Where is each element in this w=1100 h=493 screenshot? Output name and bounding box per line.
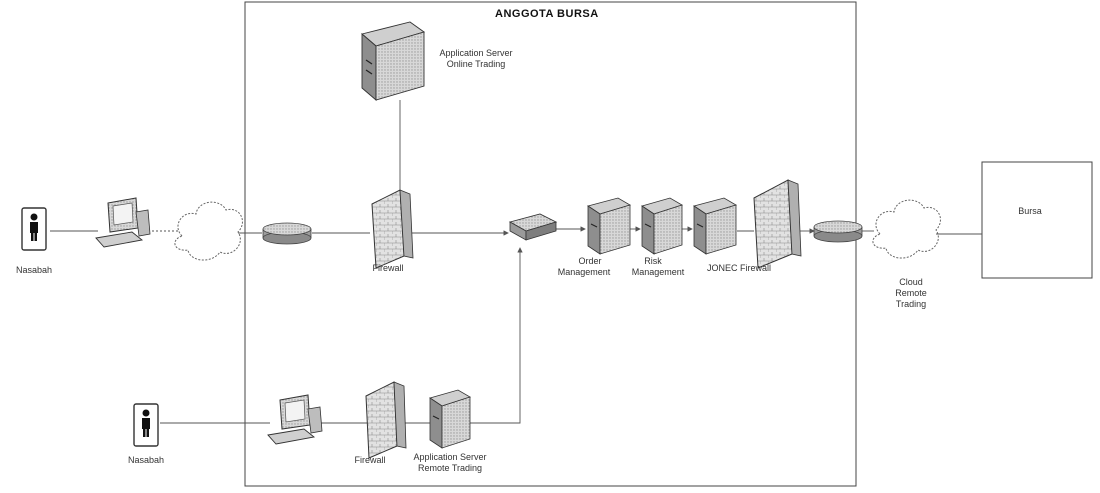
workstation-icon [268, 395, 322, 444]
label-firewall-bottom: Firewall [350, 455, 390, 466]
server-icon [362, 22, 424, 100]
label-bursa: Bursa [1010, 206, 1050, 217]
switch-icon [510, 214, 556, 240]
label-nasabah-bottom: Nasabah [122, 455, 170, 466]
cloud-icon [873, 200, 941, 258]
server-icon [694, 198, 736, 254]
label-order-mgmt-2: Management [548, 267, 620, 278]
label-risk-mgmt-1: Risk [628, 256, 678, 267]
label-cloud-remote-1: Cloud [886, 277, 936, 288]
workstation-icon [96, 198, 150, 247]
cloud-icon [175, 202, 243, 260]
server-icon [588, 198, 630, 254]
router-icon [814, 221, 862, 242]
label-risk-mgmt-2: Management [622, 267, 694, 278]
firewall-icon [372, 190, 413, 268]
connections [50, 100, 982, 423]
label-firewall-top: Firewall [368, 263, 408, 274]
label-cloud-remote-3: Trading [886, 299, 936, 310]
label-app-server-remote-1: Application Server [402, 452, 498, 463]
server-icon [642, 198, 682, 254]
firewall-icon [754, 180, 801, 268]
zone-title: ANGGOTA BURSA [495, 8, 599, 20]
label-order-mgmt-1: Order [560, 256, 620, 267]
label-jonec-firewall: JONEC Firewall [694, 263, 784, 274]
firewall-icon [366, 382, 406, 458]
router-icon [263, 223, 311, 244]
label-app-server-online-1: Application Server [426, 48, 526, 59]
person-icon [22, 208, 46, 250]
label-app-server-online-2: Online Trading [426, 59, 526, 70]
bursa-box [982, 162, 1092, 278]
label-cloud-remote-2: Remote [886, 288, 936, 299]
label-nasabah-top: Nasabah [10, 265, 58, 276]
person-icon [134, 404, 158, 446]
label-app-server-remote-2: Remote Trading [402, 463, 498, 474]
server-icon [430, 390, 470, 448]
